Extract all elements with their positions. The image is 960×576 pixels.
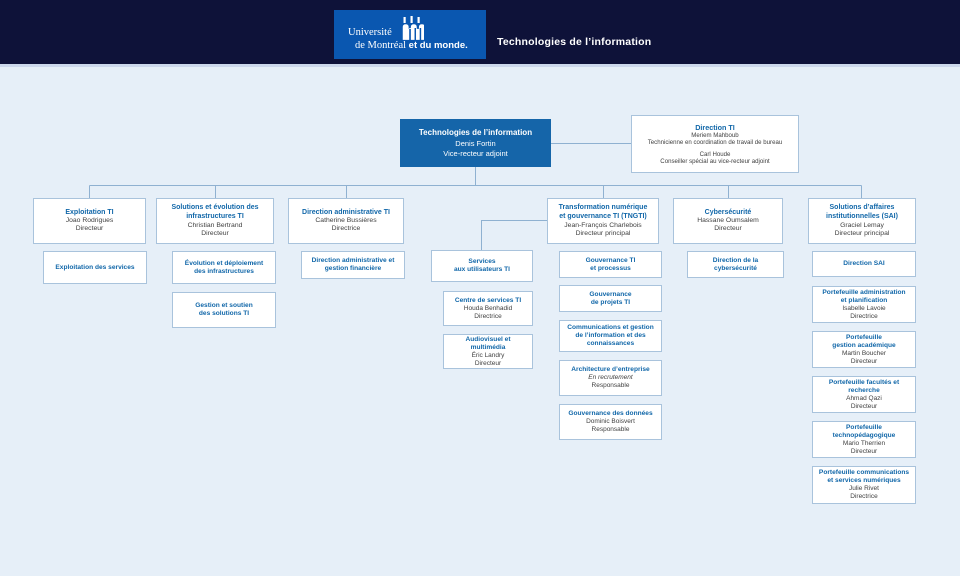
box-title: Portefeuille facultés et recherche <box>828 378 900 394</box>
logo-text-universite: Université <box>348 27 392 38</box>
site-header: Université de Montréal et du monde. Tech… <box>0 0 960 67</box>
box-role: Directeur <box>850 402 878 410</box>
root-role: Vice-recteur adjoint <box>443 149 508 158</box>
box-person: Graciel Lemay <box>840 221 884 229</box>
box-portefeuille-gestion-academique: Portefeuille gestion académique Martin B… <box>812 331 916 368</box>
box-title: Gestion et soutien des solutions TI <box>195 302 253 317</box>
box-gouvernance-ti-processus: Gouvernance TI et processus <box>559 251 662 278</box>
box-person: Joao Rodrigues <box>65 217 114 225</box>
box-role: Directeur <box>201 229 229 237</box>
box-title: Gouvernance TI et processus <box>585 256 636 272</box>
box-person: Éric Landry <box>471 351 505 359</box>
box-title: Services aux utilisateurs TI <box>453 258 511 273</box>
box-title: Transformation numérique et gouvernance … <box>558 204 648 220</box>
box-direction-administrative-ti: Direction administrative TI Catherine Bu… <box>288 198 404 244</box>
box-person: Martin Boucher <box>841 349 887 357</box>
box-title: Cybersécurité <box>704 208 752 216</box>
box-cybersecurite: Cybersécurité Hassane Oumsalem Directeur <box>673 198 783 244</box>
box-audiovisuel-multimedia: Audiovisuel et multimédia Éric Landry Di… <box>443 334 533 369</box>
box-title: Audiovisuel et multimédia <box>465 335 511 351</box>
root-person: Denis Fortin <box>455 138 496 148</box>
box-title: Direction administrative et gestion fina… <box>311 257 395 272</box>
udem-logo[interactable]: Université de Montréal et du monde. <box>334 10 486 59</box>
box-person: Isabelle Lavoie <box>842 304 886 312</box>
box-title: Direction TI <box>695 122 735 132</box>
box-person: Houda Benhadid <box>463 304 513 312</box>
box-title: Exploitation TI <box>65 208 114 216</box>
box-portefeuille-facultes-recherche: Portefeuille facultés et recherche Ahmad… <box>812 376 916 413</box>
box-portefeuille-communications-services-numeriques: Portefeuille communications et services … <box>812 466 916 504</box>
logo-text-tagline: de Montréal et du monde. <box>355 40 468 51</box>
member-role: Conseiller spécial au vice-recteur adjoi… <box>660 157 770 165</box>
box-role: Directeur <box>75 225 104 233</box>
box-title: Centre de services TI <box>454 296 522 304</box>
box-role: Responsable <box>591 426 630 433</box>
box-direction-ti: Direction TI Meriem Mahboub Technicienne… <box>631 115 799 173</box>
root-title: Technologies de l’information <box>418 127 533 137</box>
box-architecture-entreprise: Architecture d’entreprise En recrutement… <box>559 360 662 396</box>
box-person: Ahmad Qazi <box>846 394 882 402</box>
box-solutions-evolution-infrastructures: Solutions et évolution des infrastructur… <box>156 198 274 244</box>
box-role: Responsable <box>591 382 630 389</box>
box-role: Directeur principal <box>834 229 890 237</box>
box-person: Catherine Bussières <box>315 217 377 225</box>
box-title: Portefeuille administration et planifica… <box>822 288 906 304</box>
box-title: Gouvernance de projets TI <box>589 290 632 306</box>
box-title: Portefeuille communications et services … <box>818 469 910 485</box>
box-technologies-information-root: Technologies de l’information Denis Fort… <box>400 119 551 167</box>
box-person: Dominic Boisvert <box>586 418 635 426</box>
member-name: Meriem Mahboub <box>691 131 739 139</box>
page-title: Technologies de l’information <box>497 36 652 48</box>
box-title: Direction administrative TI <box>302 208 390 216</box>
box-person: Mario Therrien <box>842 439 886 447</box>
box-person: Julie Rivet <box>849 485 879 493</box>
box-exploitation-des-services: Exploitation des services <box>43 251 147 284</box>
box-services-aux-utilisateurs-ti: Services aux utilisateurs TI <box>431 250 533 282</box>
box-communications-gestion-information: Communications et gestion de l’informati… <box>559 320 662 352</box>
box-title: Gouvernance des données <box>568 410 653 418</box>
box-title: Portefeuille gestion académique <box>832 333 896 349</box>
box-gouvernance-des-donnees: Gouvernance des données Dominic Boisvert… <box>559 404 662 440</box>
box-role: Directrice <box>474 312 502 320</box>
box-person: Jean-François Charlebois <box>564 221 642 229</box>
member-role: Technicienne en coordination de travail … <box>647 139 783 147</box>
member-name: Carl Houde <box>699 150 731 158</box>
box-portefeuille-technopedagogique: Portefeuille technopédagogique Mario The… <box>812 421 916 458</box>
box-gouvernance-projets-ti: Gouvernance de projets TI <box>559 285 662 312</box>
box-tngti: Transformation numérique et gouvernance … <box>547 198 659 244</box>
box-direction-administrative-gestion-financiere: Direction administrative et gestion fina… <box>301 251 405 279</box>
box-sai: Solutions d’affaires institutionnelles (… <box>808 198 916 244</box>
box-title: Portefeuille technopédagogique <box>832 423 896 439</box>
box-person: Hassane Oumsalem <box>697 217 759 225</box>
box-role: Directrice <box>850 312 878 320</box>
box-title: Solutions d’affaires institutionnelles (… <box>826 204 898 220</box>
box-portefeuille-administration-planification: Portefeuille administration et planifica… <box>812 286 916 323</box>
logo-text-montreal: de Montréal <box>355 40 407 51</box>
box-gestion-soutien-solutions-ti: Gestion et soutien des solutions TI <box>172 292 276 328</box>
box-title: Évolution et déploiement des infrastruct… <box>184 259 264 275</box>
box-role: Directrice <box>850 493 878 500</box>
box-title: Communications et gestion de l’informati… <box>567 324 654 347</box>
box-role: Directeur <box>474 359 502 367</box>
box-role: Directeur principal <box>575 229 631 237</box>
box-title: Architecture d’entreprise <box>571 366 650 374</box>
box-role: Directrice <box>331 225 361 233</box>
box-role: Directeur <box>850 447 878 455</box>
box-role: Directeur <box>850 357 878 365</box>
box-title: Direction de la cybersécurité <box>712 256 759 272</box>
box-title: Exploitation des services <box>55 263 135 271</box>
box-evolution-deploiement-infrastructures: Évolution et déploiement des infrastruct… <box>172 251 276 284</box>
logo-text-monde: et du monde. <box>408 40 468 51</box>
box-title: Direction SAI <box>843 260 885 267</box>
box-exploitation-ti: Exploitation TI Joao Rodrigues Directeur <box>33 198 146 244</box>
box-direction-sai: Direction SAI <box>812 251 916 277</box>
box-direction-cybersecurite: Direction de la cybersécurité <box>687 251 784 278</box>
udem-flame-icon <box>402 16 424 40</box>
box-title: Solutions et évolution des infrastructur… <box>171 204 259 220</box>
box-person: Christian Bertrand <box>187 221 243 229</box>
box-person: En recrutement <box>588 374 633 382</box>
box-role: Directeur <box>714 225 742 233</box>
box-centre-de-services-ti: Centre de services TI Houda Benhadid Dir… <box>443 291 533 326</box>
